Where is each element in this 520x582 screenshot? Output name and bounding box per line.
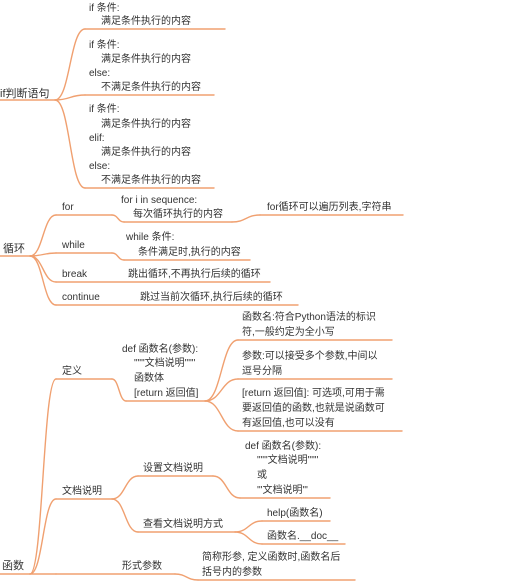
branch-connector-31: [204, 400, 239, 432]
branch-connector-29: [204, 378, 239, 402]
branch-connector-33: [29, 498, 57, 575]
branch-connector-37: [212, 475, 241, 499]
branch-connector-23: [29, 378, 57, 575]
define-syntax-line-2: """文档说明""": [134, 358, 196, 369]
param-formal-line-2: 括号内的参数: [202, 567, 262, 578]
doc-set-label: 设置文档说明: [143, 463, 203, 474]
define-syntax-line-4: [return 返回值]: [134, 388, 199, 399]
doc-set-line-3: 或: [257, 470, 267, 481]
define-syntax-line-3: 函数体: [134, 373, 164, 384]
branch-connector-43: [234, 531, 263, 545]
if3-line-1: if 条件:: [89, 104, 120, 115]
branch-connector-25: [111, 378, 127, 402]
define-note-2-line-1: 参数:可以接受多个参数,中间以: [242, 351, 378, 362]
loop-continue-label: continue: [62, 292, 100, 303]
if3-line-4: 满足条件执行的内容: [101, 147, 191, 158]
branch-connector-35: [111, 475, 139, 500]
param-formal-line-1: 简称形参, 定义函数时,函数名后: [202, 552, 341, 563]
branch-connector-27: [204, 339, 239, 402]
branch-connector-3: [54, 94, 86, 101]
func-define-label: 定义: [62, 366, 82, 377]
define-note-1-line-2: 符,一般约定为全小写: [242, 327, 335, 338]
branch-connector-39: [111, 498, 139, 533]
doc-view-doc: 函数名.__doc__: [267, 531, 339, 542]
if3-line-6: 不满足条件执行的内容: [101, 175, 201, 186]
define-note-2-line-2: 逗号分隔: [242, 366, 282, 377]
root-func: 函数: [2, 560, 24, 572]
root-if: if判断语句: [0, 88, 50, 100]
branch-connector-47: [174, 573, 199, 581]
loop-for-label: for: [62, 202, 74, 213]
if3-line-2: 满足条件执行的内容: [101, 119, 191, 130]
while-detail-line-1: while 条件:: [126, 232, 175, 243]
branch-connector-16: [111, 252, 125, 261]
root-loop: 循环: [3, 243, 25, 255]
if2-line-1: if 条件:: [89, 40, 120, 51]
define-note-3-line-1: [return 返回值]: 可选项,可用于需: [242, 388, 385, 399]
define-note-3-line-3: 有返回值,也可以没有: [242, 418, 335, 429]
define-note-1-line-1: 函数名:符合Python语法的标识: [242, 312, 376, 323]
define-syntax-line-1: def 函数名(参数):: [122, 344, 199, 355]
doc-view-help: help(函数名): [267, 508, 323, 519]
if2-line-3: else:: [89, 68, 111, 79]
doc-set-line-4: '"文档说明"': [257, 485, 308, 496]
if1-line-1: if 条件:: [89, 3, 120, 14]
for-detail-line-2: 每次循环执行的内容: [133, 209, 223, 220]
loop-break-label: break: [62, 269, 88, 280]
doc-view-label: 查看文档说明方式: [143, 519, 223, 530]
doc-set-line-2: """文档说明""": [257, 455, 319, 466]
break-detail: 跳出循环,不再执行后续的循环: [128, 269, 261, 280]
define-note-3-line-2: 要返回值的函数,也就是说函数可: [242, 403, 385, 414]
if3-line-3: elif:: [89, 133, 105, 144]
func-doc-label: 文档说明: [62, 486, 102, 497]
doc-set-line-1: def 函数名(参数):: [245, 441, 322, 452]
branch-connector-12: [231, 214, 261, 223]
param-formal-label: 形式参数: [122, 561, 162, 572]
if1-line-2: 满足条件执行的内容: [101, 16, 191, 27]
branch-connector-1: [54, 28, 86, 101]
branch-connector-8: [29, 214, 57, 257]
branch-connector-5: [54, 99, 86, 189]
if3-line-5: else:: [89, 161, 111, 172]
branch-connector-41: [234, 520, 263, 533]
while-detail-line-2: 条件满足时,执行的内容: [138, 247, 241, 258]
loop-while-label: while: [62, 240, 85, 251]
if2-line-4: 不满足条件执行的内容: [101, 82, 201, 93]
if2-line-2: 满足条件执行的内容: [101, 54, 191, 65]
continue-detail: 跳过当前次循环,执行后续的循环: [140, 292, 283, 303]
branch-connector-10: [111, 214, 125, 223]
for-detail-line-1: for i in sequence:: [121, 195, 198, 206]
branch-connector-20: [29, 255, 57, 306]
for-note: for循环可以遍历列表,字符串: [267, 202, 392, 213]
